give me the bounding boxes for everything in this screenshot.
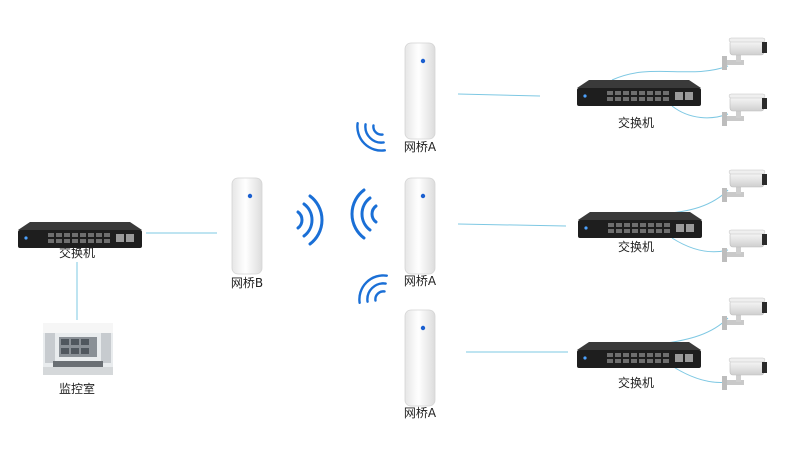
switch-bot-label: 交换机 [617, 376, 655, 390]
monitor-room-label: 监控室 [58, 382, 96, 396]
link-bridge-a-mid-switch [457, 223, 567, 227]
signal-bridge-a-top-icon [349, 115, 393, 159]
bridge-a-bot-label: 网桥A [403, 406, 437, 420]
camera-mid-2-icon [721, 229, 768, 263]
bridge-b-label: 网桥B [230, 276, 264, 290]
bridge-a-bot-icon [404, 309, 436, 407]
left-switch-label: 交换机 [58, 246, 96, 260]
link-bridge-a-top-switch [457, 93, 541, 97]
bridge-a-top-label: 网桥A [403, 140, 437, 154]
link-switch-top-camera-2 [671, 105, 729, 119]
bridge-a-top-icon [404, 42, 436, 140]
link-switch-bot-camera-2 [671, 365, 729, 383]
switch-bot-icon [577, 342, 701, 368]
camera-bot-1-icon [721, 297, 768, 331]
camera-mid-1-icon [721, 169, 768, 203]
bridge-b-icon [231, 177, 263, 275]
link-switch-mid-camera-2 [671, 237, 729, 253]
monitor-room-photo [43, 323, 113, 375]
link-switch-top-camera-1 [611, 65, 729, 81]
link-switch-mid-camera-1 [659, 189, 729, 215]
link-switch-bot-camera-1 [659, 317, 729, 345]
switch-mid-label: 交换机 [617, 240, 655, 254]
switch-top-icon [577, 80, 701, 106]
camera-top-2-icon [721, 93, 768, 127]
camera-top-1-icon [721, 37, 768, 71]
switch-mid-icon [578, 212, 702, 238]
bridge-a-mid-label: 网桥A [403, 274, 437, 288]
signal-bridge-a-mid-icon [350, 188, 378, 240]
switch-top-label: 交换机 [617, 116, 655, 130]
camera-bot-2-icon [721, 357, 768, 391]
signal-bridge-b-icon [296, 194, 324, 246]
signal-bridge-a-bot-icon [351, 267, 395, 311]
bridge-a-mid-icon [404, 177, 436, 275]
